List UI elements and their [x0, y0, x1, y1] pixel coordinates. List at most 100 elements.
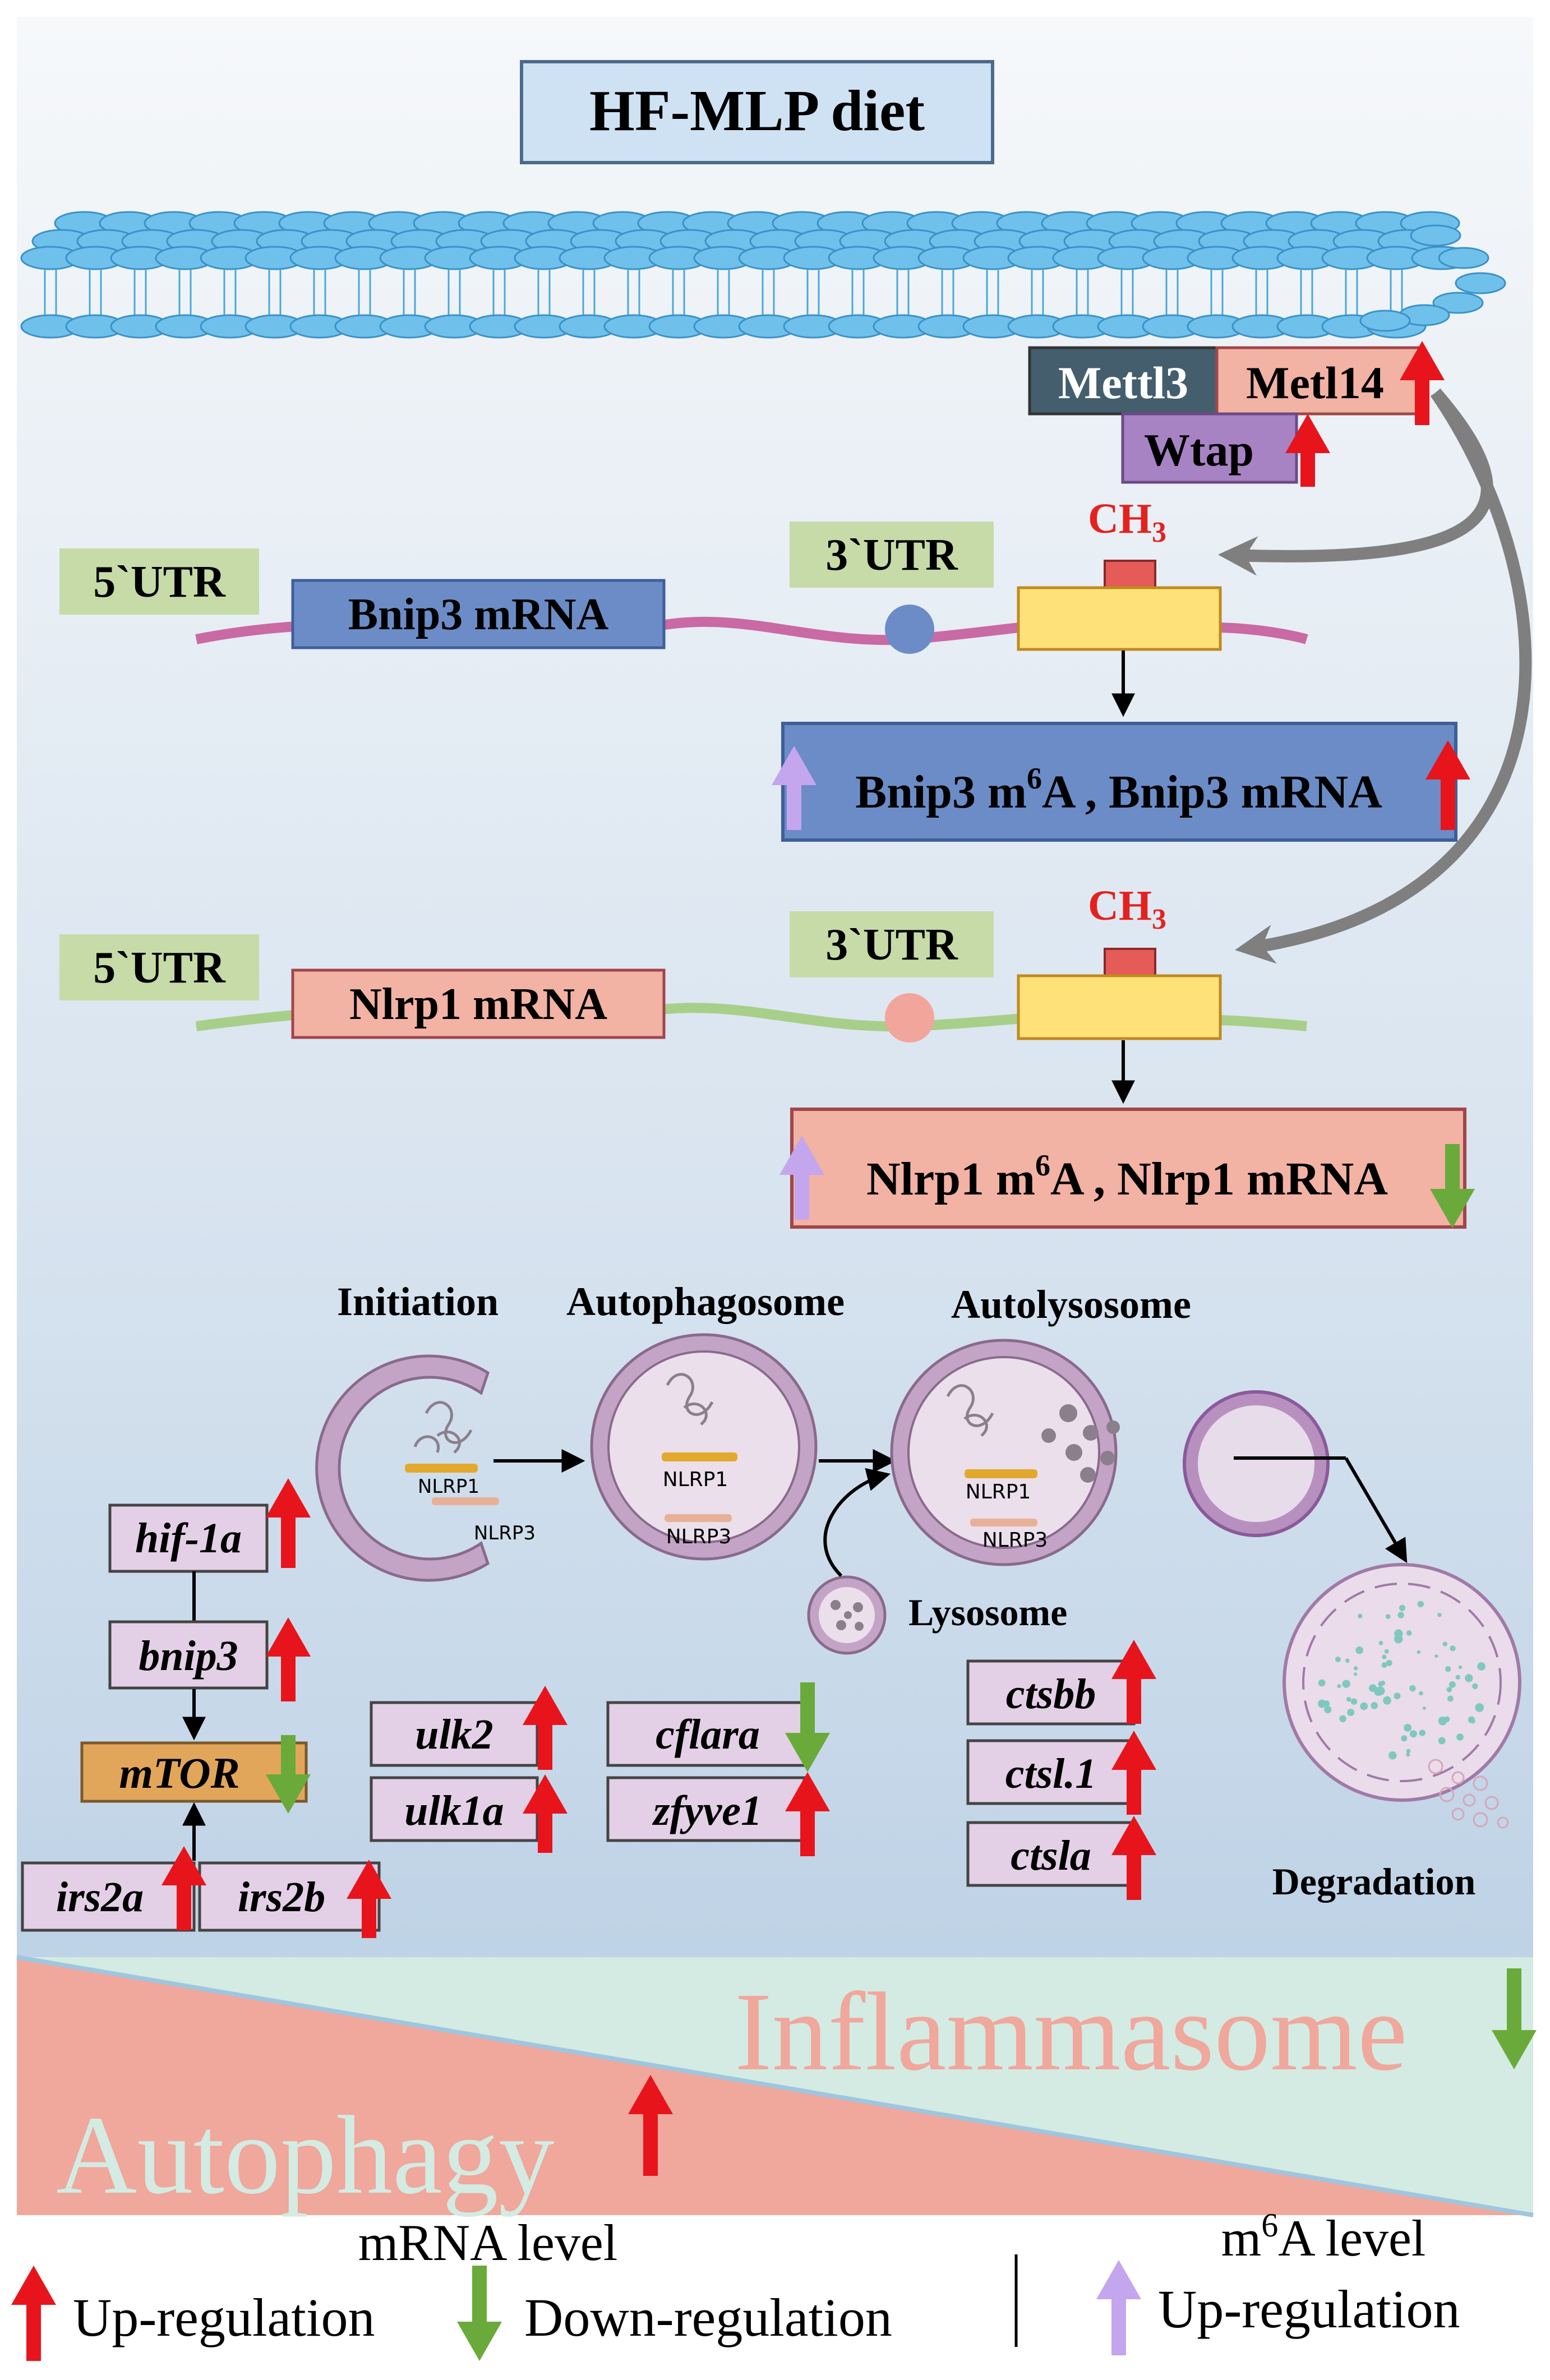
gene-hif1a-label: hif-1a [135, 1515, 242, 1562]
irs2b-up-arrow [347, 1860, 391, 1938]
degraded-particle [1381, 1662, 1387, 1668]
degraded-particle [1475, 1703, 1484, 1712]
bnip3-row: 5`UTR Bnip3 mRNA 3`UTR CH3 Bnip3 m6A , B… [59, 495, 1457, 842]
degraded-particle [1456, 1733, 1464, 1741]
ulk2-up-arrow [523, 1686, 568, 1770]
lipid-head [1410, 224, 1461, 247]
degraded-particle [1446, 1687, 1452, 1692]
gene-irs2a-box [21, 1861, 196, 1932]
gene-mtor-box [80, 1741, 308, 1803]
degraded-particle [1447, 1695, 1454, 1702]
degraded-particle [1419, 1691, 1423, 1696]
degraded-particle [1342, 1680, 1350, 1688]
stage-initiation-label: Initiation [337, 1279, 499, 1324]
legend-mrna-title: mRNA level [358, 2214, 618, 2271]
gene-hif1a-box [108, 1503, 269, 1573]
bnip3-m6a-site [1017, 586, 1222, 651]
nlrp1-m6a-up-arrow [779, 1136, 824, 1220]
wtap-up-arrow [1285, 414, 1330, 487]
methyltransferase-complex: Mettl3 Metl14 Wtap [1028, 346, 1420, 484]
degraded-particle [1378, 1641, 1383, 1645]
degraded-particle [1371, 1702, 1378, 1709]
degraded-particle [1458, 1665, 1463, 1669]
autolysosome-to-degradation-arrow [1344, 1457, 1408, 1563]
gene-ctsla-label: ctsla [1011, 1832, 1091, 1879]
gene-ulk2-box [370, 1701, 539, 1767]
degraded-particle [1404, 1724, 1412, 1732]
gene-cflara-label: cflara [656, 1711, 760, 1758]
bnip3-m6a-up-arrow [772, 746, 816, 830]
degraded-particle [1444, 1716, 1450, 1722]
autolysosome-nlrp3-label: NLRP3 [982, 1529, 1048, 1552]
degraded-particle [1339, 1715, 1346, 1723]
ctsla-up-arrow [1111, 1816, 1156, 1900]
mtor-down-arrow [266, 1735, 311, 1814]
legend-up-arrow [11, 2266, 56, 2361]
degraded-particle [1382, 1654, 1387, 1659]
gene-cluster-cathepsin: ctsbb ctsl.1 ctsla [966, 1659, 1136, 1887]
nlrp1-m6a-site [1017, 974, 1222, 1040]
nlrp1-5utr-label: 5`UTR [93, 943, 226, 993]
wtap-label: Wtap [1144, 425, 1254, 476]
nlrp1-3utr-box [790, 911, 994, 977]
nlrp1-methyl-group [1104, 948, 1156, 977]
degraded-particle [1318, 1679, 1326, 1687]
degraded-particle [1472, 1683, 1478, 1690]
bnip3-3utr-box [790, 522, 994, 588]
bnip3-mrna-box [291, 579, 666, 649]
degraded-particle [1358, 1613, 1363, 1618]
gene-cluster-cflar: cflara zfyve1 [606, 1701, 806, 1842]
lipid-head [1438, 247, 1489, 269]
degraded-particle [1470, 1719, 1475, 1724]
degraded-particle [1383, 1696, 1391, 1705]
cell-membrane [20, 211, 1506, 339]
nlrp1-5utr-box [59, 934, 259, 1000]
degraded-particle [1406, 1749, 1411, 1754]
gene-mtor-label: mTOR [119, 1749, 239, 1797]
bnip3-mrna-up-arrow [1426, 740, 1470, 830]
degraded-particle [1394, 1629, 1403, 1638]
gene-irs2a-label: irs2a [56, 1874, 144, 1921]
gene-cflara-box [606, 1701, 806, 1767]
degraded-particle [1477, 1662, 1486, 1671]
ctsl1-up-arrow [1111, 1731, 1156, 1815]
nlrp1-result-label: Nlrp1 m6A , Nlrp1 mRNA [866, 1149, 1388, 1205]
gene-cluster-ulk: ulk2 ulk1a [370, 1701, 539, 1842]
degraded-particle [1378, 1681, 1383, 1687]
degraded-particle [1347, 1708, 1355, 1716]
autolysosome-nlrp1-label: NLRP1 [966, 1480, 1031, 1503]
irs2a-up-arrow [162, 1846, 206, 1930]
nlrp1-mrna-down-arrow [1430, 1144, 1475, 1228]
lipid-head [1455, 272, 1506, 294]
degraded-particle [1346, 1696, 1351, 1702]
inflammasome-down-arrow [1492, 1968, 1537, 2069]
nlrp1-mrna-label: Nlrp1 mRNA [349, 980, 607, 1029]
gene-ulk1a-box [370, 1776, 539, 1842]
lysosome-fusion-arrow [823, 1468, 891, 1578]
degraded-particle [1355, 1646, 1363, 1654]
legend-down-label: Down-regulation [524, 2287, 892, 2347]
degraded-particle [1419, 1729, 1426, 1736]
autophagosome-nlrp1-label: NLRP1 [663, 1468, 728, 1491]
degraded-particle [1360, 1702, 1368, 1710]
nlrp1-result-box [790, 1108, 1466, 1229]
degraded-particle [1394, 1692, 1401, 1700]
degraded-particle [1335, 1657, 1341, 1662]
bnip3-5utr-label: 5`UTR [93, 557, 226, 607]
legend-down-arrow [457, 2266, 502, 2361]
degraded-particle [1384, 1649, 1389, 1654]
degraded-particle [1422, 1706, 1426, 1710]
bnip3-3utr-label: 3`UTR [825, 531, 958, 580]
title-box: HF-MLP diet [520, 60, 994, 164]
autophagy-up-arrow [628, 2075, 673, 2176]
bnip3-binding-site [885, 605, 934, 654]
complex-to-nlrp1-arrow [1235, 389, 1532, 964]
degraded-particle [1385, 1614, 1391, 1619]
ctsbb-up-arrow [1111, 1640, 1156, 1724]
gene-ulk2-label: ulk2 [415, 1711, 493, 1758]
phagophore-nlrp3-label: NLRP3 [474, 1522, 536, 1544]
degraded-particle [1386, 1659, 1392, 1666]
degraded-particle [1399, 1604, 1406, 1611]
nlrp1-mrna-box [291, 968, 666, 1039]
legend: mRNA level Up-regulation Down-regulation… [73, 2207, 1460, 2347]
